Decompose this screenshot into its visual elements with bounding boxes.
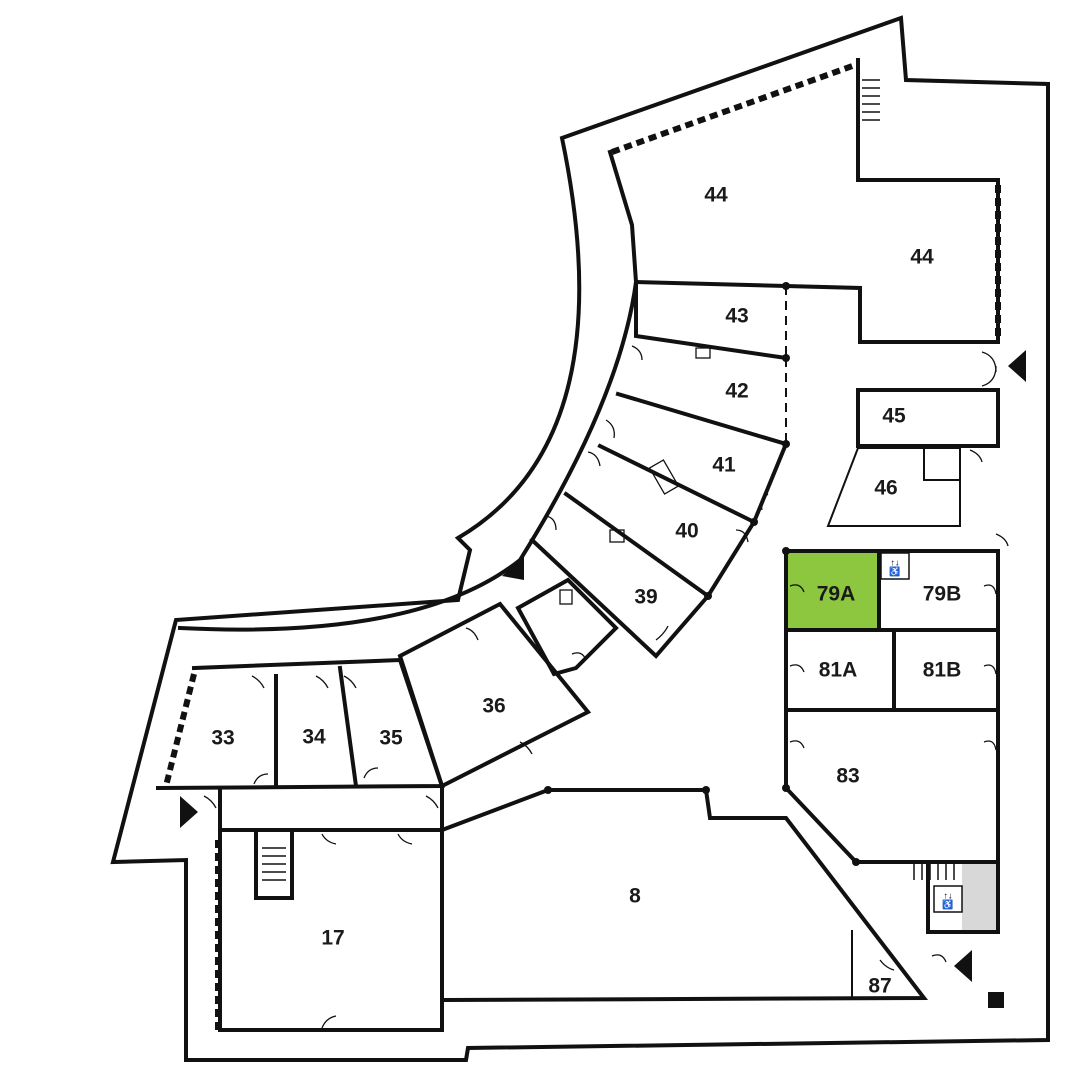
elevator-icon: ↑↓ ♿: [880, 552, 910, 580]
room-label-17[interactable]: 17: [321, 927, 344, 950]
room-label-33[interactable]: 33: [211, 727, 234, 750]
room-label-83[interactable]: 83: [836, 765, 859, 788]
room-label-46[interactable]: 46: [874, 477, 897, 500]
room-label-79b[interactable]: 79B: [923, 583, 962, 606]
room-label-34[interactable]: 34: [302, 726, 326, 749]
room-label-44-east[interactable]: 44: [910, 246, 934, 269]
room-label-45[interactable]: 45: [882, 405, 906, 428]
room-label-39[interactable]: 39: [634, 586, 657, 609]
stairs-icon-core: [913, 864, 955, 880]
room-41-wall: [615, 391, 789, 447]
room-45-walls: [856, 388, 1000, 448]
elevator-icon-south: ↑↓ ♿: [933, 885, 963, 913]
atm-icon: [559, 589, 573, 605]
room-label-79a[interactable]: 79A: [817, 583, 856, 606]
core-walls: [926, 860, 1000, 934]
entrance-marker-icon: [180, 350, 1026, 1008]
room-label-8[interactable]: 8: [629, 885, 641, 908]
corridor-33-36: [218, 784, 444, 832]
room-label-43[interactable]: 43: [725, 305, 748, 328]
room-label-42[interactable]: 42: [725, 380, 748, 403]
room-43-42-walls: [634, 280, 789, 361]
desk-icon: [609, 347, 711, 543]
room-labels: 44 44 43 42 41 40 39 45 46 79A 79B 81A 8…: [211, 184, 961, 998]
room-label-41[interactable]: 41: [712, 454, 736, 477]
room-35-34-33-walls: [155, 657, 445, 791]
room-46-walls: [826, 447, 961, 527]
svg-text:↑↓: ↑↓: [944, 890, 953, 900]
room-label-81b[interactable]: 81B: [923, 659, 962, 682]
room-label-35[interactable]: 35: [379, 727, 403, 750]
building-outline: [110, 15, 1050, 1062]
svg-text:♿: ♿: [942, 898, 953, 909]
door-icons: [203, 345, 1009, 1029]
room-atm-walls: [515, 577, 619, 677]
svg-text:↑↓: ↑↓: [891, 557, 900, 567]
stairs-icon: [862, 79, 880, 121]
room-44-north-walls: [633, 58, 1000, 344]
window-strip-top: [610, 61, 860, 155]
junction-dots: [544, 282, 860, 866]
shaft: [962, 864, 996, 930]
room-label-87[interactable]: 87: [868, 975, 891, 998]
stairs-icon-17: [262, 847, 286, 881]
room-label-44-north[interactable]: 44: [704, 184, 728, 207]
room-label-40[interactable]: 40: [675, 520, 698, 543]
stairs-17: [254, 828, 294, 900]
room-label-36[interactable]: 36: [482, 695, 505, 718]
room-17-walls: [218, 828, 444, 1032]
room-39-wall: [529, 491, 711, 659]
window-strip-33: [163, 673, 197, 787]
room-label-81a[interactable]: 81A: [819, 659, 858, 682]
svg-text:♿: ♿: [889, 565, 900, 576]
